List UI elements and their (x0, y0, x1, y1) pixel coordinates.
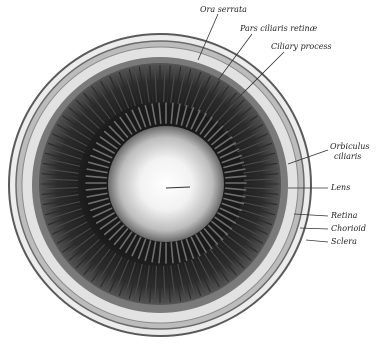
label-orbiculus-line1: Orbiculus (330, 142, 370, 151)
lens (108, 126, 224, 242)
label-pars-ciliaris-retinae: Pars ciliaris retinæ (239, 24, 318, 33)
label-lens: Lens (330, 183, 350, 192)
label-chorioid: Chorioid (331, 224, 366, 233)
leader-sclera (306, 240, 328, 242)
label-ciliary-process: Ciliary process (271, 42, 332, 51)
label-sclera: Sclera (331, 237, 357, 246)
label-orbiculus-line2: ciliaris (334, 152, 361, 161)
label-ora-serrata: Ora serrata (200, 5, 247, 14)
label-retina: Retina (330, 211, 358, 220)
